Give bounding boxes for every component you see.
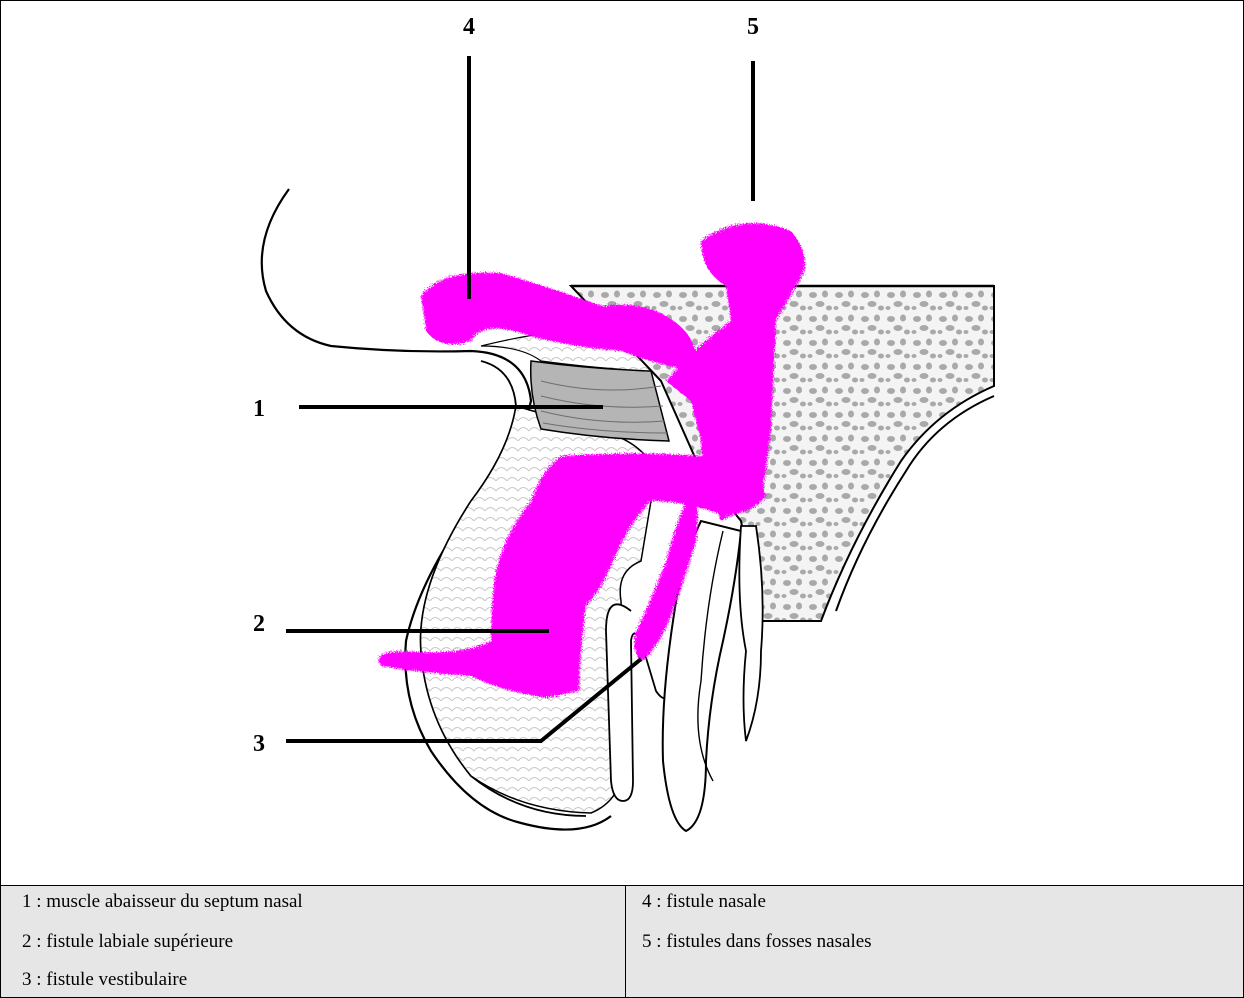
legend-column-right: 4 : fistule nasale 5 : fistules dans fos… <box>626 886 1243 997</box>
label-3: 3 <box>253 731 265 757</box>
anatomical-figure: 4 5 1 2 3 <box>0 0 1244 885</box>
label-4: 4 <box>463 14 475 40</box>
legend-item-2: 2 : fistule labiale supérieure <box>22 931 233 953</box>
legend-item-1: 1 : muscle abaisseur du septum nasal <box>22 891 303 913</box>
label-1: 1 <box>253 396 265 422</box>
label-2: 2 <box>253 611 265 637</box>
label-5: 5 <box>747 14 759 40</box>
legend-column-left: 1 : muscle abaisseur du septum nasal 2 :… <box>1 886 626 997</box>
legend-table: 1 : muscle abaisseur du septum nasal 2 :… <box>0 885 1244 998</box>
muscle-depressor-septi <box>531 361 669 441</box>
legend-item-5: 5 : fistules dans fosses nasales <box>642 931 872 953</box>
figure-canvas: 4 5 1 2 3 <box>1 1 1244 886</box>
legend-item-3: 3 : fistule vestibulaire <box>22 969 187 991</box>
legend-item-4: 4 : fistule nasale <box>642 891 766 913</box>
